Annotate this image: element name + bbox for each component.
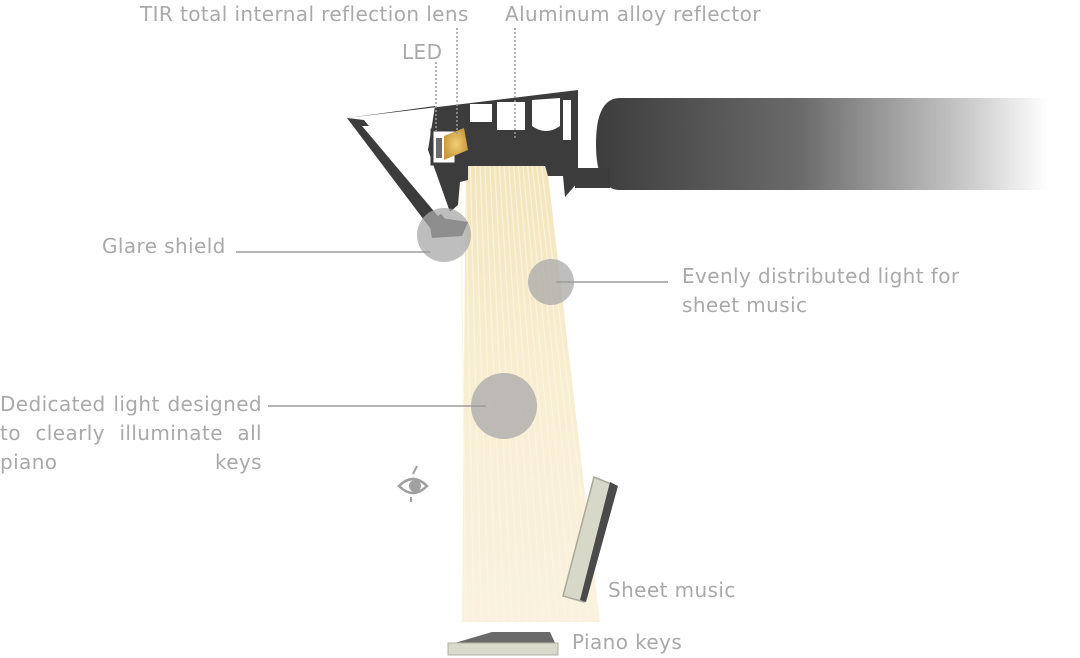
light-beam xyxy=(452,114,600,622)
beam-ray xyxy=(525,148,574,621)
beam-ray xyxy=(515,145,559,621)
piano-keys-label: Piano keys xyxy=(572,630,683,654)
beam-ray xyxy=(511,143,551,621)
dedicated-light-label: Dedicated light designed to clearly illu… xyxy=(0,392,262,474)
led-label: LED xyxy=(402,40,443,64)
beam-ray xyxy=(520,146,567,621)
sheet-music-label: Sheet music xyxy=(608,578,736,602)
glare-shield-marker xyxy=(417,208,471,262)
piano-keys xyxy=(447,632,559,656)
glare-shield-label: Glare shield xyxy=(102,234,226,258)
eye-icon xyxy=(397,465,429,502)
dedicated-light-marker xyxy=(471,373,537,439)
beam-ray xyxy=(478,131,498,621)
leader-lines xyxy=(236,28,668,407)
sheet-music-stand xyxy=(562,475,618,603)
lamp-arm-icon xyxy=(575,98,1048,190)
beam-ray xyxy=(473,129,490,621)
lamp-profile-icon xyxy=(347,90,578,238)
beam-ray xyxy=(459,123,467,621)
even-light-label: Evenly distributed light for sheet music xyxy=(682,264,960,317)
beam-ray xyxy=(529,150,582,621)
reflector-label: Aluminum alloy reflector xyxy=(505,2,761,26)
tir-lens-label: TIR total internal reflection lens xyxy=(140,2,469,26)
even-light-marker xyxy=(528,259,574,305)
beam-ray xyxy=(464,125,475,621)
beam-ray xyxy=(468,127,482,621)
